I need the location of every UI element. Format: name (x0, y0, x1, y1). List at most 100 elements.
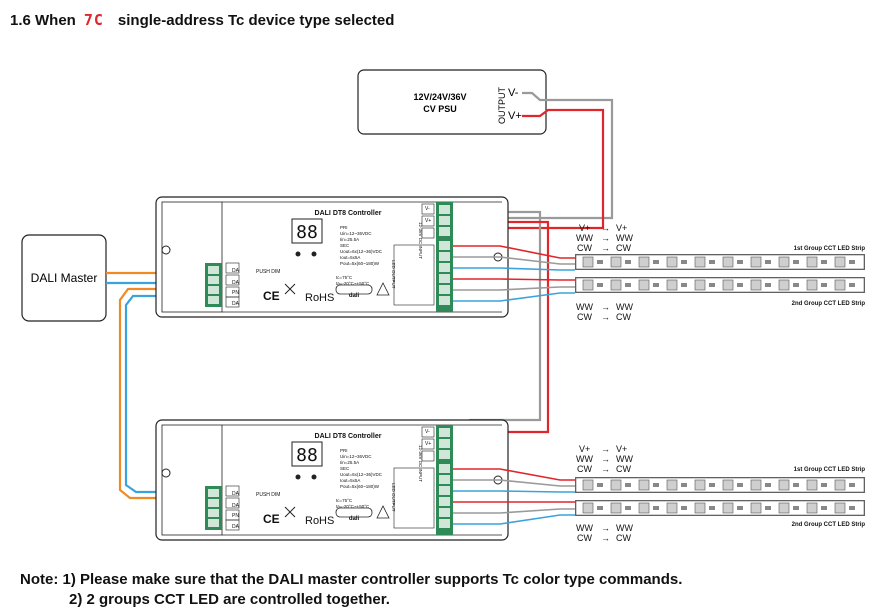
rohs-mark: RoHS (305, 515, 334, 527)
temp-0: tc=75°C (336, 498, 353, 503)
arrow: → (601, 454, 610, 464)
spec-1: Uin=12~36VDC (340, 231, 372, 236)
term-left-3: DA (232, 524, 240, 530)
dali-logo: dali (349, 516, 360, 522)
term-left-0: DA (232, 268, 240, 274)
label-top-0-a: V+ (579, 223, 590, 233)
label-top-0-b: V+ (616, 444, 627, 454)
group2-label: 2nd Group CCT LED Strip (792, 522, 866, 528)
arrow: → (601, 444, 610, 454)
label-top-1-a: WW (576, 233, 593, 243)
term-right-top-1: V+ (425, 441, 431, 447)
title-rest: single-address Tc device type selected (117, 12, 395, 29)
push-dim: PUSH DIM (256, 269, 280, 275)
cv-psu: 12V/24V/36V CV PSU OUTPUT V- V+ (357, 69, 547, 135)
arrow: → (601, 312, 610, 322)
spec-4: Uout=6x(12~36)VDC (340, 472, 383, 477)
term-right-top-1: V+ (425, 218, 431, 224)
label-top-1-b: WW (616, 233, 633, 243)
psu-line2: CV PSU (423, 104, 457, 114)
label-top-1-a: WW (576, 454, 593, 464)
arrow: → (601, 233, 610, 243)
arrow: → (601, 464, 610, 474)
temp-1: ta=-20°C~+50°C (336, 504, 370, 509)
led-strip-2b (574, 499, 866, 517)
title-section: 1.6 When (10, 12, 76, 29)
spec-2: Iin=25.5A (340, 460, 359, 465)
label-bot-1-b: CW (616, 533, 631, 543)
led-strip-2a (574, 476, 866, 494)
spec-3: SEC (340, 466, 350, 471)
dali-master: DALI Master (21, 234, 107, 322)
arrow: → (601, 223, 610, 233)
controller-name: DALI DT8 Controller (315, 210, 382, 217)
controller-1-text: DALI DT8 Controller 88 PRI Uin=12~36VDC … (232, 206, 431, 307)
group1-label: 1st Group CCT LED Strip (794, 467, 866, 473)
term-left-1: DA (232, 503, 240, 509)
led-strip-1a (574, 253, 866, 271)
term-left-3: DA (232, 301, 240, 307)
label-top-0-b: V+ (616, 223, 627, 233)
note-line2: 2) 2 groups CCT LED are controlled toget… (69, 591, 390, 608)
psu-output-label: OUTPUT (497, 87, 507, 125)
strip-labels: V+ → V+ WW → WW CW → CW 1st Group CCT LE… (576, 223, 865, 543)
push-dim: PUSH DIM (256, 492, 280, 498)
psu-line1: 12V/24V/36V (413, 92, 466, 102)
ce-mark: CE (263, 512, 280, 526)
label-top-2-b: CW (616, 464, 631, 474)
display-code: 7C (83, 11, 104, 29)
label-bot-0-a: WW (576, 523, 593, 533)
input-label: 12-36V DC INPUT (418, 445, 423, 482)
output-wires-1 (453, 245, 575, 302)
note: Note: 1) Please make sure that the DALI … (20, 570, 682, 610)
spec-5: Iout=5x5A (340, 478, 360, 483)
rohs-mark: RoHS (305, 292, 334, 304)
term-right-top-0: V- (425, 429, 430, 435)
label-top-0-a: V+ (579, 444, 590, 454)
spec-4: Uout=6x(12~36)VDC (340, 249, 383, 254)
dali-logo: dali (349, 293, 360, 299)
term-right-top-0: V- (425, 206, 430, 212)
group1-label: 1st Group CCT LED Strip (794, 246, 866, 252)
controller-name: DALI DT8 Controller (315, 433, 382, 440)
arrow: → (601, 243, 610, 253)
ce-mark: CE (263, 289, 280, 303)
dali-master-label: DALI Master (31, 271, 98, 285)
psu-vminus: V- (508, 87, 519, 99)
output-wires-2 (453, 468, 575, 525)
spec-0: PRI (340, 225, 348, 230)
arrow: → (601, 302, 610, 312)
temp-0: tc=75°C (336, 275, 353, 280)
spec-1: Uin=12~36VDC (340, 454, 372, 459)
label-bot-0-b: WW (616, 302, 633, 312)
label-bot-1-a: CW (577, 312, 592, 322)
term-left-2: PN (232, 513, 239, 519)
label-top-1-b: WW (616, 454, 633, 464)
spec-5: Iout=5x5A (340, 255, 360, 260)
spec-2: Iin=25.5A (340, 237, 359, 242)
temp-1: ta=-20°C~+50°C (336, 281, 370, 286)
label-bot-1-b: CW (616, 312, 631, 322)
output-label: LED OUTPUT (391, 483, 396, 512)
label-top-2-a: CW (577, 243, 592, 253)
label-top-2-a: CW (577, 464, 592, 474)
arrow: → (601, 533, 610, 543)
display-digits: 88 (296, 445, 318, 466)
label-bot-1-a: CW (577, 533, 592, 543)
spec-6: Pout=5x(60~180)W (340, 484, 380, 489)
term-left-2: PN (232, 290, 239, 296)
display-digits: 88 (296, 222, 318, 243)
label-bot-0-b: WW (616, 523, 633, 533)
spec-6: Pout=5x(60~180)W (340, 261, 380, 266)
label-bot-0-a: WW (576, 302, 593, 312)
term-left-0: DA (232, 491, 240, 497)
note-line1: Note: 1) Please make sure that the DALI … (20, 571, 683, 588)
term-left-1: DA (232, 280, 240, 286)
psu-vplus: V+ (508, 110, 522, 122)
output-label: LED OUTPUT (391, 260, 396, 289)
input-label: 12-36V DC INPUT (418, 222, 423, 259)
label-top-2-b: CW (616, 243, 631, 253)
controller-2-text: DALI DT8 Controller 88 PRI Uin=12~36VDC … (232, 429, 431, 530)
page-title: 1.6 When 7C single-address Tc device type … (10, 11, 394, 29)
group2-label: 2nd Group CCT LED Strip (792, 301, 866, 307)
